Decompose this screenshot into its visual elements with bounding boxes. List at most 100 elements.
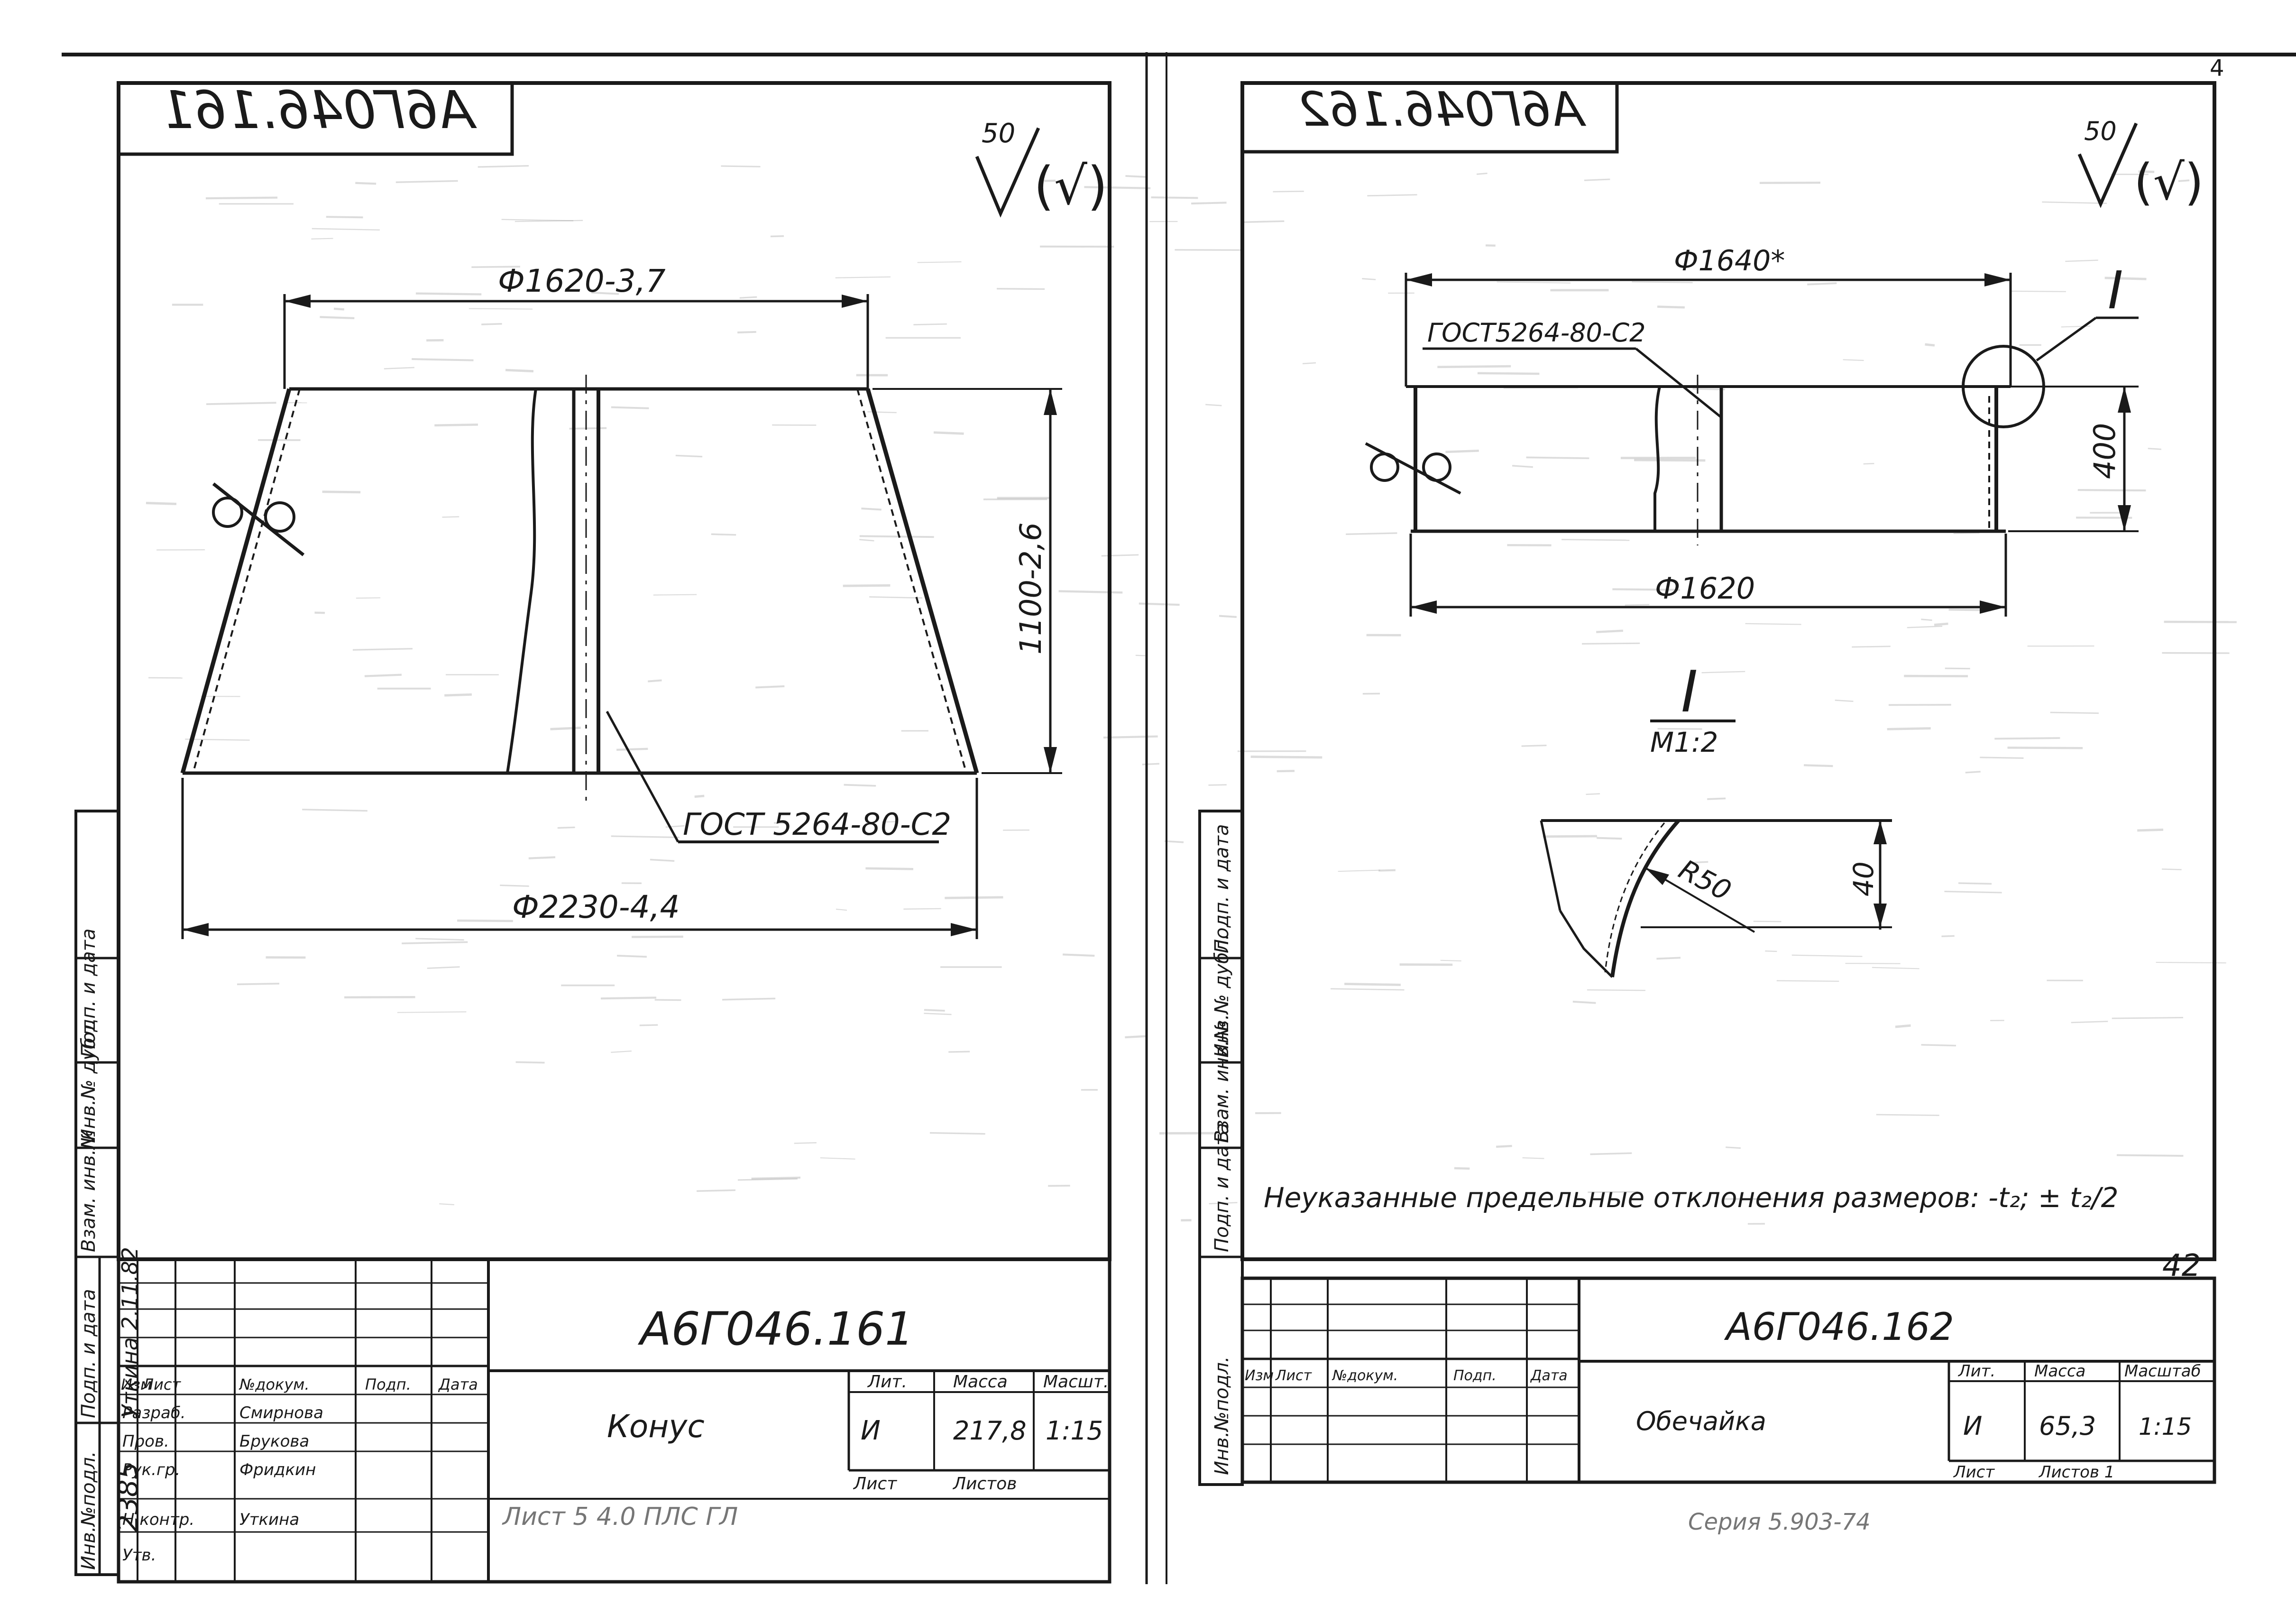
right-dim-bottom-text: Ф1620 xyxy=(1655,571,1755,606)
left-stamp-box xyxy=(117,81,514,156)
noise-streak xyxy=(237,982,280,986)
noise-streak xyxy=(1980,757,2024,759)
noise-streak xyxy=(1103,735,1158,739)
right-tb-bottom-note: Серия 5.903-74 xyxy=(1688,1509,1871,1535)
noise-streak xyxy=(1135,655,1146,656)
right-detail-dimension: 40 xyxy=(1847,861,1880,896)
noise-streak xyxy=(1219,615,1237,618)
noise-streak xyxy=(1656,957,1681,960)
noise-streak xyxy=(2148,448,2161,450)
noise-streak xyxy=(1907,625,1943,628)
left-sheet: А6Г046.161 50 (√) Ф1620-3,7 xyxy=(74,80,1111,1584)
noise-streak xyxy=(1209,1202,1238,1205)
noise-streak xyxy=(427,966,460,969)
right-detail-scale: М1:2 xyxy=(1650,726,1718,758)
noise-streak xyxy=(1244,220,1285,223)
noise-streak xyxy=(505,369,534,373)
right-tb-sheets-label: Листов 1 xyxy=(2038,1463,2114,1482)
noise-streak xyxy=(1346,532,1397,535)
noise-streak xyxy=(2112,1016,2184,1019)
noise-streak xyxy=(557,826,575,829)
noise-streak xyxy=(1437,365,1511,369)
noise-streak xyxy=(882,821,898,823)
noise-streak xyxy=(611,835,680,839)
noise-streak xyxy=(694,794,705,798)
noise-streak xyxy=(1125,175,1147,178)
noise-streak xyxy=(2162,652,2230,654)
noise-streak xyxy=(843,584,891,587)
noise-streak xyxy=(1058,590,1123,594)
left-roughness-extra: (√) xyxy=(1034,156,1108,216)
left-dim-height-text: 1100-2,6 xyxy=(1013,522,1048,655)
noise-streak xyxy=(1791,954,1863,957)
noise-streak xyxy=(1634,459,1706,462)
left-margin-label-2: Подп. и дата xyxy=(78,1289,100,1418)
left-tb-col-list: Лист xyxy=(142,1375,181,1393)
noise-streak xyxy=(1454,1167,1470,1170)
right-detail-callout: I xyxy=(1962,260,2139,428)
noise-streak xyxy=(1807,282,1837,286)
right-dim-height-text: 400 xyxy=(2087,423,2122,479)
noise-streak xyxy=(320,316,355,320)
noise-streak xyxy=(1522,1157,1544,1159)
noise-streak xyxy=(205,196,278,200)
right-title-block: А6Г046.162 Обечайка Лит. Масса Масштаб И… xyxy=(1240,1276,2216,1535)
left-dim-top-text: Ф1620-3,7 xyxy=(498,263,666,299)
noise-streak xyxy=(917,261,962,263)
noise-streak xyxy=(1852,646,1891,648)
left-weld-leader: ГОСТ 5264-80-С2 xyxy=(606,710,951,843)
noise-streak xyxy=(611,406,649,409)
noise-streak xyxy=(1597,837,1622,840)
noise-streak xyxy=(1302,362,1316,364)
noise-streak xyxy=(1921,618,1932,621)
noise-streak xyxy=(1958,882,1992,885)
noise-streak xyxy=(146,502,177,505)
noise-streak xyxy=(820,1157,855,1160)
left-dim-bottom-text: Ф2230-4,4 xyxy=(512,889,680,925)
noise-streak xyxy=(1701,671,1745,674)
right-roughness-extra: (√) xyxy=(2134,153,2204,211)
noise-streak xyxy=(1590,1152,1632,1155)
noise-streak xyxy=(1338,869,1380,872)
noise-streak xyxy=(722,997,776,1001)
left-frame xyxy=(117,81,1111,1261)
noise-streak xyxy=(355,182,377,185)
noise-streak xyxy=(1596,629,1623,633)
noise-streak xyxy=(867,411,897,414)
right-tb-mass-header: Масса xyxy=(2034,1362,2085,1381)
noise-streak xyxy=(2178,179,2190,182)
noise-streak xyxy=(751,1176,801,1180)
left-tb-role-5: Утв. xyxy=(122,1546,156,1565)
noise-streak xyxy=(1543,835,1597,838)
right-tb-col-date: Дата xyxy=(1530,1367,1568,1384)
noise-streak xyxy=(835,276,891,278)
right-detail-title: I М1:2 xyxy=(1650,659,1736,758)
noise-streak xyxy=(945,896,1003,899)
noise-streak xyxy=(924,1009,945,1012)
noise-streak xyxy=(412,358,474,361)
left-tb-scale: 1:15 xyxy=(1046,1416,1103,1446)
left-tb-letter: И xyxy=(861,1415,881,1446)
left-tb-designation: А6Г046.161 xyxy=(637,1302,914,1356)
noise-streak xyxy=(1344,982,1401,986)
right-note: Неуказанные предельные отклонения размер… xyxy=(1264,1181,2119,1214)
right-side-margin: Инв.№подл. Подп. и дата Взам. инв.№ Инв.… xyxy=(1198,810,1244,1486)
noise-streak xyxy=(312,228,380,231)
left-tb-col-date: Дата xyxy=(438,1375,478,1393)
left-tb-person-4: Уткина xyxy=(239,1510,299,1529)
right-tb-scale-header: Масштаб xyxy=(2124,1362,2201,1381)
noise-streak xyxy=(1572,1000,1596,1004)
left-margin-label-3: Взам. инв.№ xyxy=(78,1129,100,1252)
noise-streak xyxy=(1895,1024,1911,1028)
noise-streak xyxy=(1476,173,1488,175)
noise-streak xyxy=(611,1050,632,1053)
right-tb-col-doc: №докум. xyxy=(1332,1367,1398,1384)
right-roughness-mark: 50 (√) xyxy=(2077,116,2204,211)
noise-streak xyxy=(711,533,736,536)
left-tb-col-sign: Подп. xyxy=(365,1375,411,1393)
noise-streak xyxy=(395,180,458,183)
noise-streak xyxy=(1921,1044,1956,1047)
noise-streak xyxy=(2104,277,2147,280)
left-tb-role-1: Разраб. xyxy=(122,1403,186,1422)
